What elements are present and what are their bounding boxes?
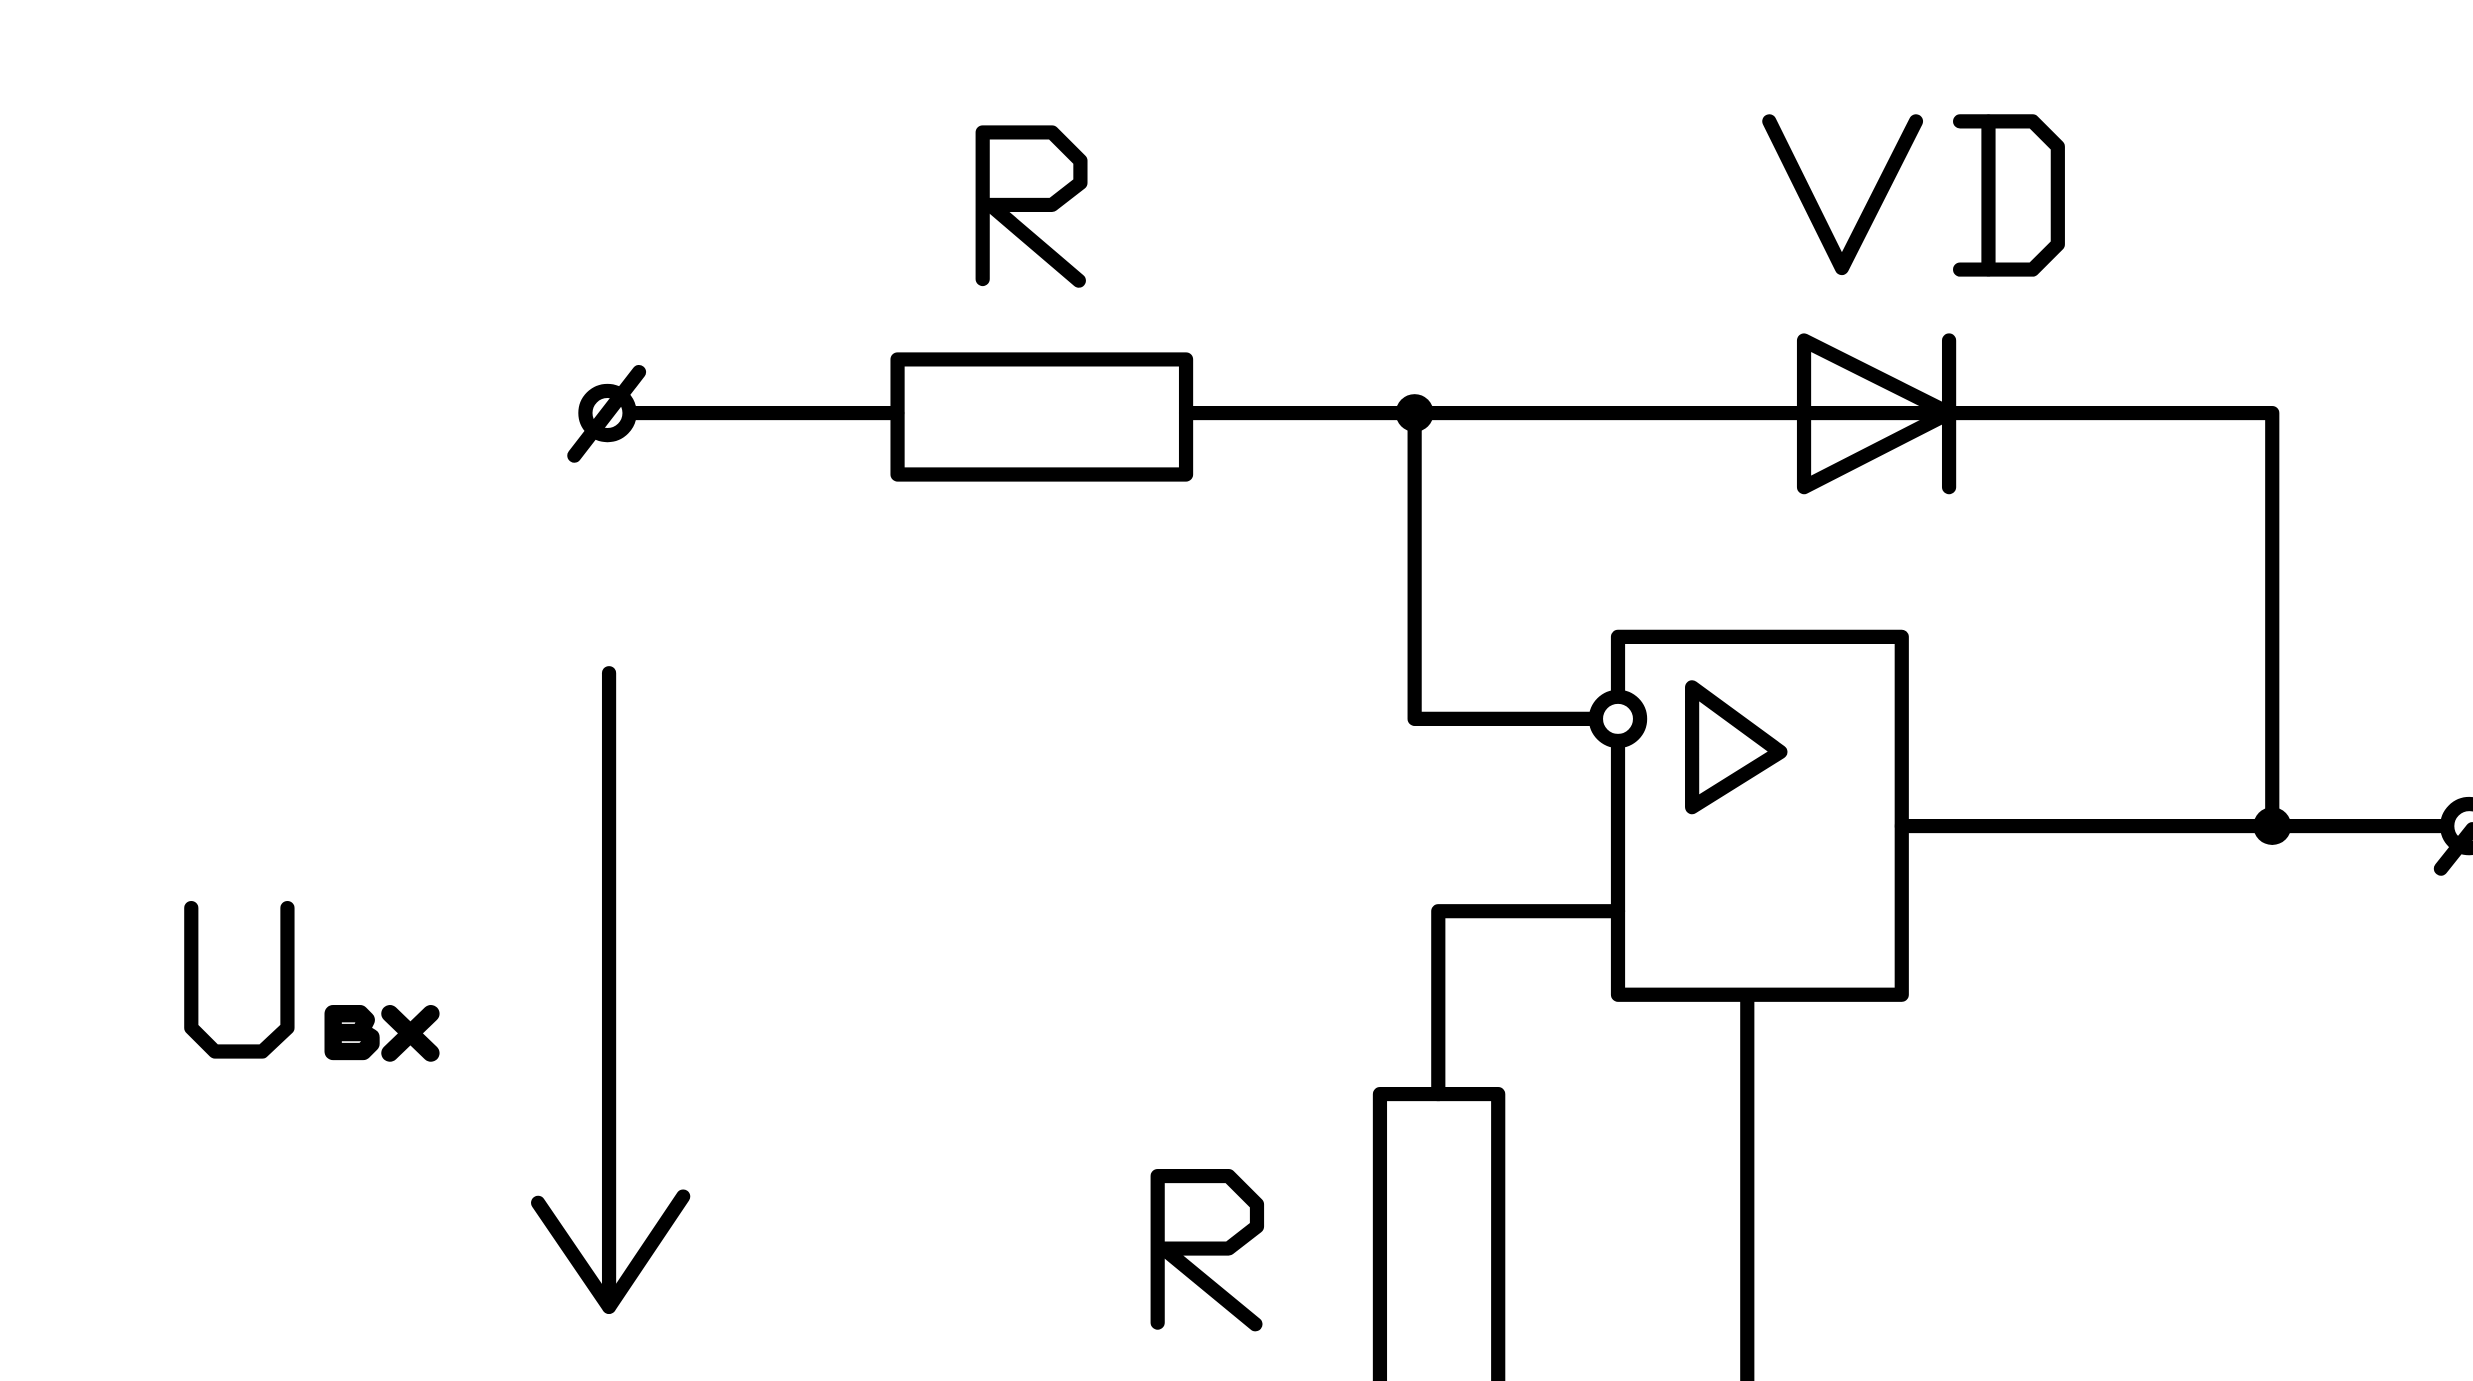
junction-node-input xyxy=(1395,394,1434,432)
input-resistor-label-glyph xyxy=(975,125,1088,288)
wires xyxy=(624,405,2455,1381)
input-terminal xyxy=(567,364,647,463)
wire-diode-to-output xyxy=(1941,405,2280,834)
junction-node-output xyxy=(2253,807,2292,845)
diode-label-glyph xyxy=(1762,114,2065,277)
ground-resistor xyxy=(1372,1086,1506,1381)
input-resistor xyxy=(890,352,1194,482)
inverting-input-bubble xyxy=(1588,689,1648,749)
input-voltage-arrow xyxy=(531,666,691,1314)
output-terminal xyxy=(2433,796,2473,876)
op-amp xyxy=(1588,629,1909,1002)
wire-node-to-inverting-input xyxy=(1407,405,1604,726)
ground-resistor-label-glyph xyxy=(1150,1168,1265,1332)
input-voltage-label-glyph xyxy=(184,900,440,1062)
wire-noninverting-input xyxy=(1431,904,1626,1102)
amplifier-triangle-icon xyxy=(1685,680,1788,815)
diode-symbol xyxy=(1796,333,1957,495)
